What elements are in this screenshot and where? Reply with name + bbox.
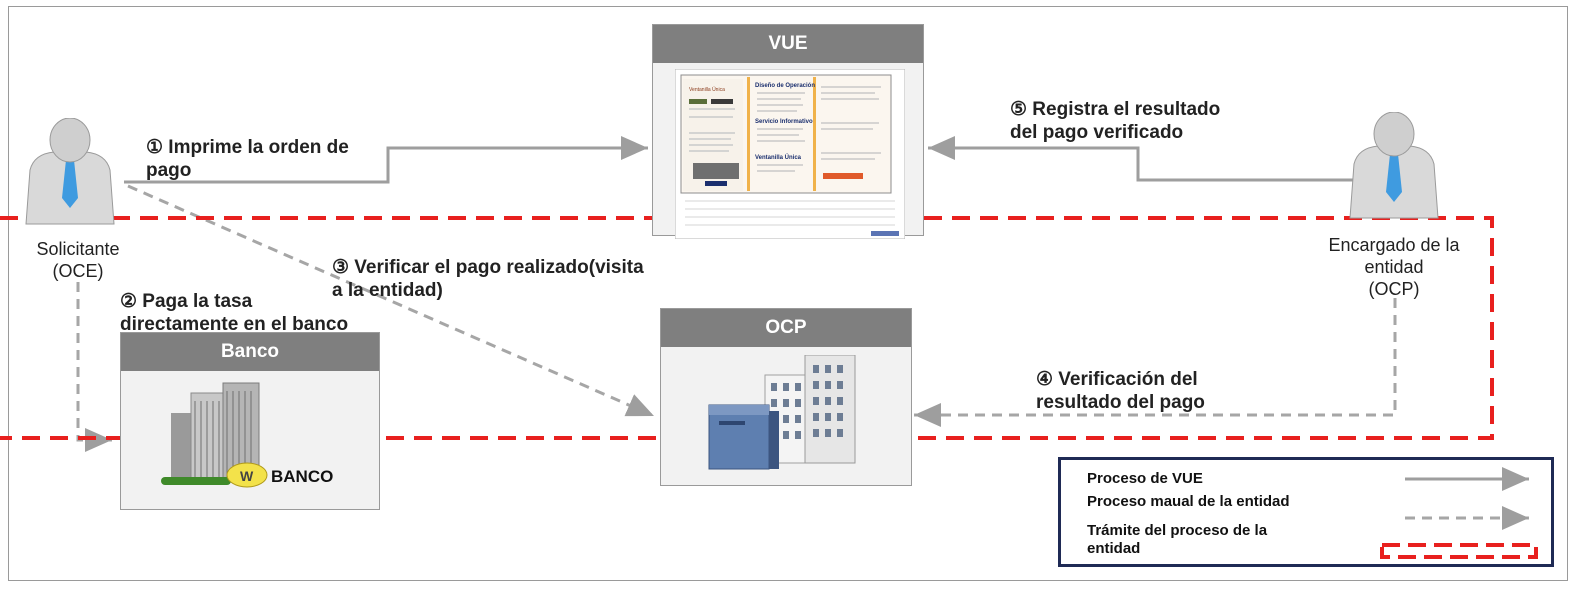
arrow-verify-payment [127, 184, 655, 418]
ocp-title: OCP [661, 309, 911, 347]
legend-entity-line2: entidad [1087, 540, 1141, 557]
step-4-label: ④ Verificación del resultado del pago [1036, 368, 1205, 414]
legend-box: Proceso de VUE Proceso maual de la entid… [1058, 457, 1554, 567]
encargado-line1: Encargado de la [1328, 235, 1460, 255]
bank-building-icon: W [161, 382, 268, 488]
arrow-verification-result [914, 298, 1397, 427]
arrow-register-result [928, 136, 1360, 182]
step-4-line2: resultado del pago [1036, 392, 1205, 413]
arrow-print-order [124, 136, 648, 184]
legend-swatches [1380, 467, 1538, 559]
step-5-line1: ⑤ Registra el resultado [1010, 99, 1221, 120]
step-2-line2: directamente en el banco [120, 314, 349, 335]
legend-red-dashed-box [1380, 543, 1538, 559]
encargado-label: Encargado de la entidad (OCP) [1304, 234, 1484, 300]
banco-box: Banco W BANCO [120, 332, 380, 510]
vue-screen-title: Diseño de Operación [755, 83, 815, 89]
banco-sign: BANCO [271, 467, 334, 486]
step-3-line2: a la entidad) [332, 280, 443, 301]
encargado-line2: entidad [1364, 257, 1424, 277]
step-1-label: ① Imprime la orden de pago [146, 136, 349, 182]
banco-title: Banco [121, 333, 379, 371]
solicitante-person-icon [25, 118, 115, 225]
legend-entity-line1: Trámite del proceso de la [1087, 522, 1268, 539]
solicitante-line1: Solicitante [36, 239, 120, 259]
diagram-frame [8, 6, 1568, 581]
step-4-line1: ④ Verificación del [1036, 369, 1198, 390]
legend-manual-process: Proceso maual de la entidad [1087, 493, 1290, 510]
step-1-line1: ① Imprime la orden de [146, 137, 349, 158]
ocp-box: OCP [660, 308, 912, 486]
office-building-icon [708, 355, 856, 470]
legend-vue-process: Proceso de VUE [1087, 470, 1203, 487]
vue-screen-section3: Ventanilla Única [755, 154, 802, 161]
step-5-label: ⑤ Registra el resultado del pago verific… [1010, 98, 1220, 144]
encargado-person-icon [1349, 112, 1439, 219]
arrow-pay-bank [76, 282, 112, 452]
step-3-label: ③ Verificar el pago realizado(visita a l… [332, 256, 644, 302]
step-3-line1: ③ Verificar el pago realizado(visita [332, 257, 644, 278]
vue-title: VUE [653, 25, 923, 63]
solicitante-line2: (OCE) [52, 261, 104, 281]
step-2-line1: ② Paga la tasa [120, 291, 253, 312]
solicitante-label: Solicitante (OCE) [16, 238, 140, 282]
step-5-line2: del pago verificado [1010, 122, 1184, 143]
step-1-line2: pago [146, 160, 192, 181]
vue-screenshot-image: Ventanilla Única Diseño de Operación Ser… [675, 69, 905, 239]
vue-brand-text: Ventanilla Única [689, 86, 725, 93]
encargado-line3: (OCP) [1368, 279, 1420, 299]
coin-symbol: W [240, 468, 254, 484]
vue-screen-section2: Servicio Informativo [755, 119, 813, 125]
vue-box: VUE Ventanilla Única Diseño de Operación… [652, 24, 924, 239]
step-2-label: ② Paga la tasa directamente en el banco [120, 290, 348, 336]
